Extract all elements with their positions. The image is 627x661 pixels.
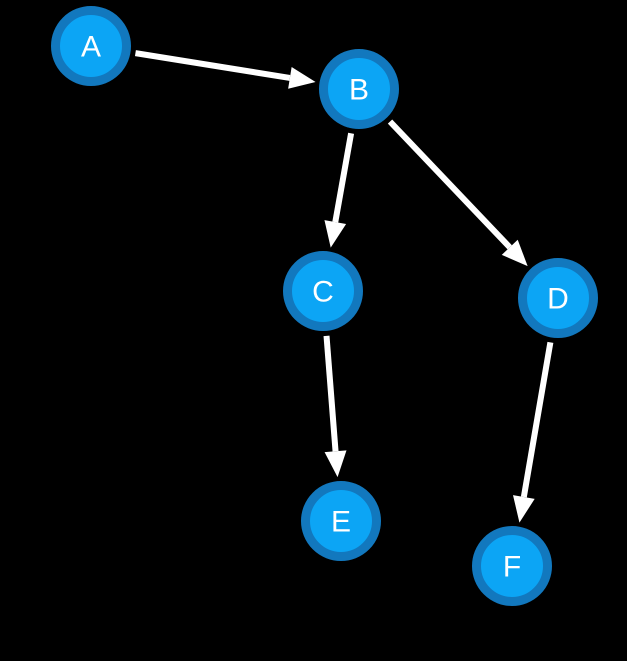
- graph-node-c[interactable]: C: [283, 251, 363, 331]
- edge-line: [323, 335, 339, 452]
- graph-edge-b-c[interactable]: [324, 132, 355, 248]
- node-label: B: [349, 74, 369, 107]
- arrowhead-icon: [324, 450, 347, 478]
- graph-edge-d-f[interactable]: [513, 341, 554, 523]
- edge-line: [520, 341, 554, 498]
- node-circle: [472, 526, 552, 606]
- graph-node-f[interactable]: F: [472, 526, 552, 606]
- node-label: A: [81, 31, 101, 64]
- arrowhead-icon: [288, 67, 316, 89]
- graph-node-d[interactable]: D: [518, 258, 598, 338]
- arrowhead-icon: [501, 239, 528, 267]
- arrowhead-icon: [324, 220, 347, 248]
- node-circle: [319, 49, 399, 129]
- graph-edge-a-b[interactable]: [134, 50, 316, 89]
- node-circle: [51, 6, 131, 86]
- node-circle: [301, 481, 381, 561]
- node-label: F: [503, 551, 521, 584]
- node-circle: [283, 251, 363, 331]
- edges-layer: [134, 50, 554, 523]
- node-label: E: [331, 506, 351, 539]
- edge-line: [134, 50, 291, 81]
- nodes-layer: A B C D E F: [51, 6, 598, 606]
- graph-edge-b-d[interactable]: [387, 119, 528, 267]
- node-label: C: [312, 276, 334, 309]
- graph-node-e[interactable]: E: [301, 481, 381, 561]
- graph-node-a[interactable]: A: [51, 6, 131, 86]
- graph-edge-c-e[interactable]: [323, 335, 347, 478]
- graph-node-b[interactable]: B: [319, 49, 399, 129]
- node-circle: [518, 258, 598, 338]
- edge-line: [332, 132, 355, 223]
- edge-line: [387, 119, 512, 250]
- arrowhead-icon: [513, 495, 535, 523]
- node-label: D: [547, 283, 569, 316]
